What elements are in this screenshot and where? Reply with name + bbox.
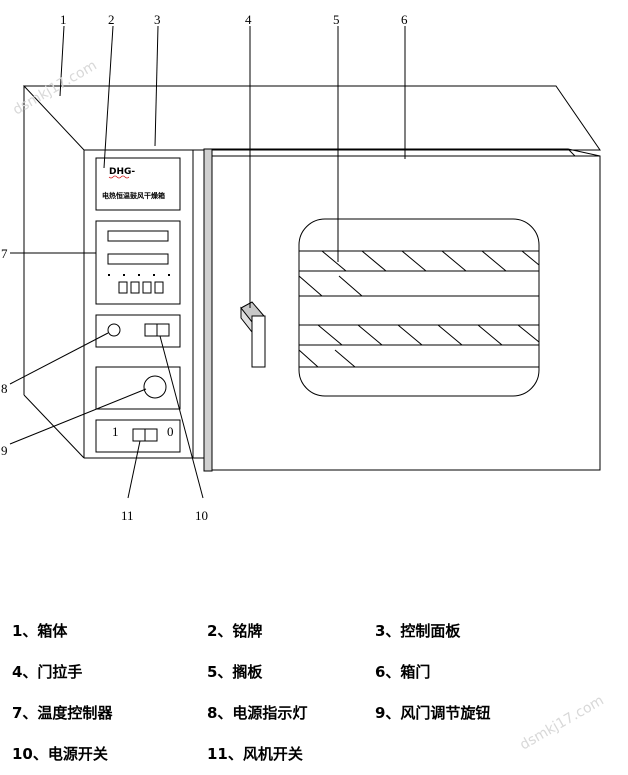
controller-button [130, 281, 140, 294]
door-handle [240, 301, 266, 368]
nameplate-name: 电热恒温鼓风干燥箱 [102, 191, 165, 200]
door [203, 148, 601, 472]
legend-item: 9、风门调节旋钮 [375, 704, 491, 722]
callout-10: 10 [195, 508, 208, 523]
nameplate-model: DHG- [109, 167, 135, 177]
leader-lines [9, 25, 406, 499]
switch-on-label: 1 [112, 424, 119, 439]
door-window [298, 218, 540, 397]
controller-button [142, 281, 152, 294]
display-bar-lower [107, 253, 169, 265]
control-panel [95, 157, 181, 453]
damper-knob-box [95, 366, 181, 410]
legend-item: 7、温度控制器 [12, 704, 113, 722]
display-bar-upper [107, 230, 169, 242]
callout-11: 11 [121, 508, 134, 523]
legend-item: 6、箱门 [375, 663, 431, 681]
indicator-switch-box [95, 314, 181, 348]
callout-1: 1 [60, 12, 67, 27]
power-indicator-light [107, 323, 121, 337]
shelves [298, 250, 540, 368]
nameplate [95, 157, 181, 211]
parts-legend: 1、箱体 2、铭牌 3、控制面板 4、门拉手 5、搁板 6、箱门 7、温度控制器… [0, 612, 628, 775]
controller-button [154, 281, 164, 294]
callout-5: 5 [333, 12, 340, 27]
controller-dots [108, 274, 170, 276]
switch-off-label: 0 [167, 424, 174, 439]
legend-item: 2、铭牌 [207, 622, 263, 640]
legend-item: 11、风机开关 [207, 745, 303, 763]
callout-8: 8 [1, 381, 8, 396]
legend-item: 8、电源指示灯 [207, 704, 308, 722]
callout-9: 9 [1, 443, 8, 458]
legend-item: 4、门拉手 [12, 663, 83, 681]
nameplate-underline [108, 175, 130, 179]
lower-shelf [298, 324, 540, 368]
callout-3: 3 [154, 12, 161, 27]
damper-knob [143, 375, 167, 399]
oven-diagram: DHG- 电热恒温鼓风干燥箱 1 0 [1, 12, 601, 523]
callout-6: 6 [401, 12, 408, 27]
legend-item: 5、搁板 [207, 663, 263, 681]
upper-shelf [298, 250, 540, 297]
controller-button [118, 281, 128, 294]
cabinet-body [22, 85, 601, 459]
callout-4: 4 [245, 12, 252, 27]
legend-item: 3、控制面板 [375, 622, 461, 640]
legend-item: 1、箱体 [12, 622, 68, 640]
callout-7: 7 [1, 246, 8, 261]
legend-item: 10、电源开关 [12, 745, 108, 763]
callout-2: 2 [108, 12, 115, 27]
temperature-controller [95, 220, 181, 305]
